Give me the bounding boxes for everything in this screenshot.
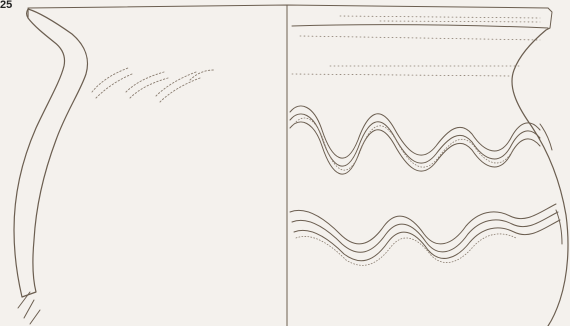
interior-stroke-4 (129, 77, 169, 99)
neck-stipple-2 (291, 73, 511, 77)
rim-band-bottom (291, 24, 549, 29)
lower-wave-line-3 (293, 219, 561, 262)
rim-top-line (27, 4, 549, 9)
interior-stroke-2 (95, 73, 133, 99)
interior-stroke-5 (155, 71, 197, 97)
vessel-outer-profile (511, 29, 569, 326)
lower-wave-line-1 (289, 203, 557, 245)
upper-wave-stipple (293, 117, 515, 171)
interior-stroke-6 (159, 77, 201, 103)
lower-wave-line-2 (291, 211, 559, 253)
upper-wave-line-1 (289, 105, 541, 159)
rim-stipple-1 (339, 15, 541, 19)
upper-wave-line-2 (289, 113, 541, 167)
sherd-section-profile (13, 8, 89, 298)
interior-stroke-1 (91, 67, 129, 93)
figure-number: 25 (0, 0, 13, 11)
interior-stroke-7 (189, 69, 215, 81)
right-edge-mark-2 (555, 209, 563, 245)
broken-edge-stroke-2 (23, 299, 35, 319)
rim-stipple-3 (299, 35, 541, 41)
right-edge-mark-1 (539, 123, 553, 151)
broken-edge-stroke-1 (17, 291, 31, 309)
lower-wave-stipple (295, 233, 517, 266)
interior-stroke-3 (125, 71, 165, 93)
rim-stipple-2 (379, 20, 541, 23)
rim-band-edge (545, 7, 553, 31)
rim-tip (26, 8, 29, 19)
upper-wave-line-3 (289, 121, 541, 175)
broken-edge-stroke-3 (29, 309, 41, 325)
